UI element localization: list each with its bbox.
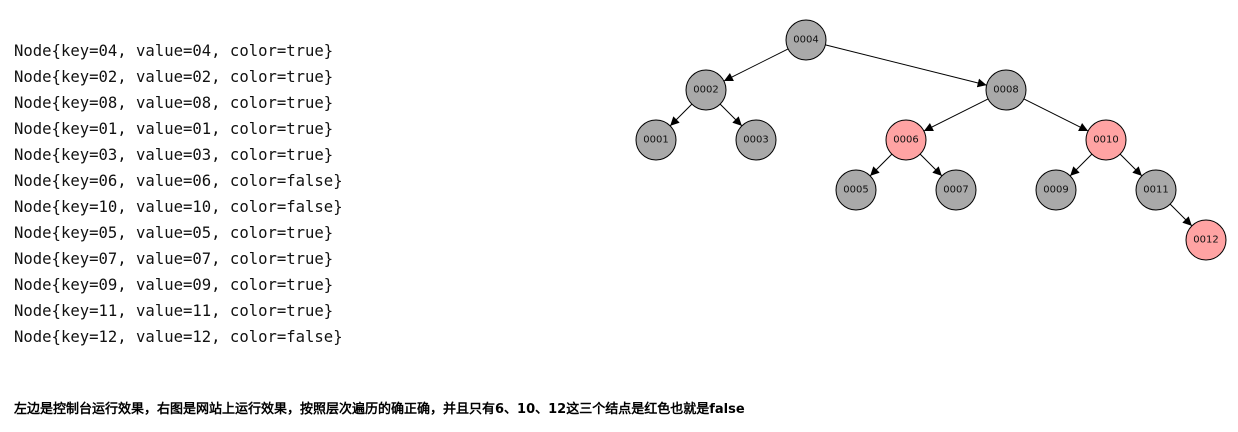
tree-node-circle <box>1135 169 1177 211</box>
console-line: Node{key=03, value=03, color=true} <box>14 146 334 164</box>
tree-node-circle <box>1185 219 1227 261</box>
tree-node-0009: 0009 <box>1035 169 1077 211</box>
tree-node-0011: 0011 <box>1135 169 1177 211</box>
tree-edge-0010-0009 <box>1069 153 1093 177</box>
console-line: Node{key=12, value=12, color=false} <box>14 328 343 346</box>
tree-edge-0011-0012 <box>1169 203 1193 227</box>
tree-node-label: 0006 <box>893 135 918 146</box>
tree-node-0003: 0003 <box>735 119 777 161</box>
tree-node-label: 0002 <box>693 85 718 96</box>
caption-text: 左边是控制台运行效果，右图是网站上运行效果，按照层次遍历的确正确，并且只有6、1… <box>14 402 745 417</box>
tree-node-circle <box>835 169 877 211</box>
tree-node-0012: 0012 <box>1185 219 1227 261</box>
tree-node-circle <box>885 119 927 161</box>
tree-node-circle <box>1085 119 1127 161</box>
tree-edge-0004-0008 <box>825 44 987 88</box>
tree-node-circle <box>685 69 727 111</box>
tree-edge-0010-0011 <box>1119 153 1143 177</box>
tree-node-circle <box>785 19 827 61</box>
tree-edge-0004-0002 <box>723 48 789 82</box>
tree-node-0005: 0005 <box>835 169 877 211</box>
console-line: Node{key=02, value=02, color=true} <box>14 68 334 86</box>
tree-node-0010: 0010 <box>1085 119 1127 161</box>
tree-node-label: 0003 <box>743 135 768 146</box>
tree-edges <box>669 44 1193 227</box>
console-output: Node{key=04, value=04, color=true} Node{k… <box>14 38 343 350</box>
tree-edge-0006-0005 <box>869 153 893 177</box>
tree-node-label: 0012 <box>1193 235 1218 246</box>
tree-nodes: 0004 0002 0008 0001 0003 0006 0010 0005 0007 0009… <box>635 19 1227 261</box>
console-line: Node{key=04, value=04, color=true} <box>14 42 334 60</box>
console-line: Node{key=09, value=09, color=true} <box>14 276 334 294</box>
tree-node-0008: 0008 <box>985 69 1027 111</box>
tree-node-0006: 0006 <box>885 119 927 161</box>
red-black-tree-diagram: 0004 0002 0008 0001 0003 0006 0010 0005 0007 0009… <box>635 19 1227 261</box>
tree-node-0004: 0004 <box>785 19 827 61</box>
tree-node-label: 0011 <box>1143 185 1168 196</box>
console-line: Node{key=07, value=07, color=true} <box>14 250 334 268</box>
console-line: Node{key=10, value=10, color=false} <box>14 198 343 216</box>
tree-node-0007: 0007 <box>935 169 977 211</box>
tree-node-circle <box>1035 169 1077 211</box>
tree-node-0001: 0001 <box>635 119 677 161</box>
console-line: Node{key=08, value=08, color=true} <box>14 94 334 112</box>
tree-node-label: 0005 <box>843 185 868 196</box>
console-line: Node{key=06, value=06, color=false} <box>14 172 343 190</box>
tree-edge-0002-0001 <box>669 103 693 127</box>
tree-edge-0006-0007 <box>919 153 943 177</box>
tree-edge-0002-0003 <box>719 103 743 127</box>
tree-node-label: 0001 <box>643 135 668 146</box>
tree-node-label: 0004 <box>793 35 818 46</box>
tree-node-circle <box>985 69 1027 111</box>
tree-node-label: 0010 <box>1093 135 1118 146</box>
tree-node-label: 0008 <box>993 85 1018 96</box>
console-line: Node{key=01, value=01, color=true} <box>14 120 334 138</box>
tree-node-0002: 0002 <box>685 69 727 111</box>
console-line: Node{key=11, value=11, color=true} <box>14 302 334 320</box>
tree-node-circle <box>635 119 677 161</box>
tree-node-label: 0007 <box>943 185 968 196</box>
tree-edge-0008-0006 <box>923 98 989 132</box>
console-line: Node{key=05, value=05, color=true} <box>14 224 334 242</box>
tree-node-circle <box>735 119 777 161</box>
tree-node-label: 0009 <box>1043 185 1068 196</box>
tree-node-circle <box>935 169 977 211</box>
tree-edge-0008-0010 <box>1023 98 1089 132</box>
